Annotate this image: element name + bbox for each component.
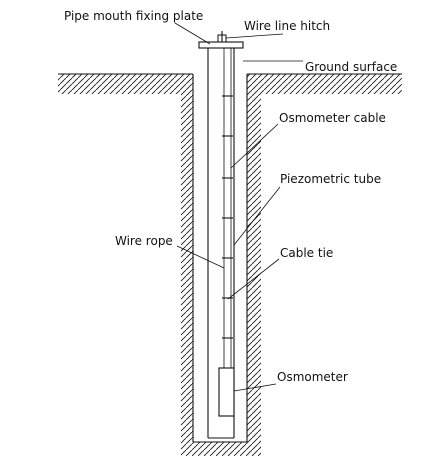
- soil-hatch-left-surface: [58, 74, 193, 94]
- soil-hatch-right-wall: [247, 94, 261, 456]
- osmometer-body: [218, 367, 235, 417]
- label-piezometric-tube: Piezometric tube: [280, 172, 381, 186]
- label-ground-surface: Ground surface: [305, 60, 397, 74]
- pipe-mouth-fixing-plate: [198, 41, 244, 49]
- leader-piezometric-tube: [233, 186, 281, 246]
- label-wire-line-hitch: Wire line hitch: [244, 19, 330, 33]
- cable-ties: [222, 95, 233, 339]
- label-pipe-mouth-fixing-plate: Pipe mouth fixing plate: [64, 9, 203, 23]
- leader-osmometer: [233, 383, 277, 392]
- leader-lines: [174, 22, 303, 392]
- soil-hatch-bottom: [193, 442, 247, 456]
- leader-cable-tie: [227, 258, 280, 300]
- label-wire-rope: Wire rope: [115, 234, 173, 248]
- leader-osmometer-cable: [230, 123, 279, 169]
- label-osmometer-cable: Osmometer cable: [279, 111, 386, 125]
- soil-hatch-right-surface: [247, 74, 402, 94]
- label-osmometer: Osmometer: [277, 370, 348, 384]
- leader-wire-line-hitch: [225, 33, 284, 39]
- leader-pipe-mouth-plate: [174, 22, 211, 45]
- soil-hatch-left-wall: [181, 94, 193, 456]
- label-cable-tie: Cable tie: [280, 246, 333, 260]
- leader-wire-rope: [176, 245, 225, 269]
